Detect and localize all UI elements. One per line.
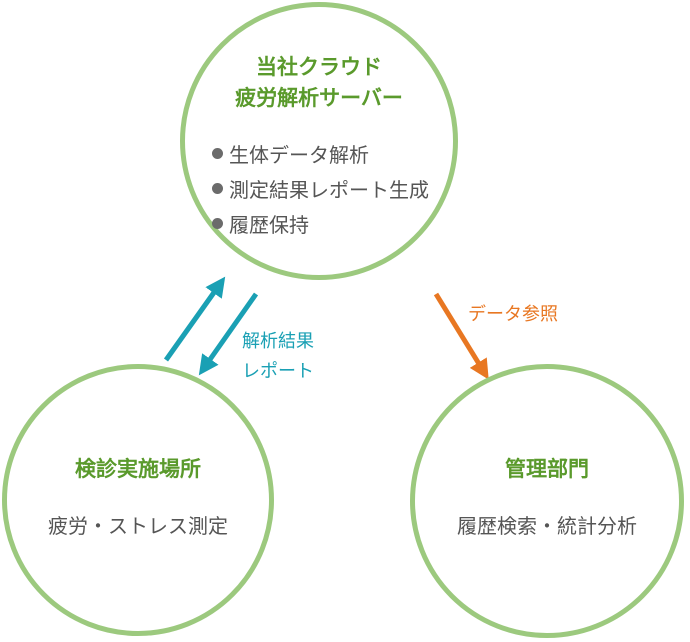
report-arrow	[198, 292, 259, 376]
server-function-list: 生体データ解析 測定結果レポート生成 履歴保持	[212, 138, 429, 243]
bullet-icon	[212, 148, 223, 159]
server-title-line1: 当社クラウド	[256, 55, 382, 79]
server-function-item: 生体データ解析	[212, 138, 429, 173]
data-reference-arrow	[433, 292, 489, 380]
server-title-line2: 疲労解析サーバー	[235, 86, 403, 110]
cloud-server-circle	[180, 2, 458, 280]
report-label-line2: レポート	[242, 361, 314, 382]
exam-site-circle	[2, 364, 274, 636]
bullet-icon	[212, 183, 223, 194]
server-function-item: 履歴保持	[212, 208, 429, 243]
exam-site-subtitle: 疲労・ストレス測定	[48, 514, 228, 538]
admin-title: 管理部門	[505, 457, 589, 481]
bullet-icon	[212, 218, 223, 229]
report-label-line1: 解析結果	[242, 331, 314, 352]
data-reference-label: データ参照	[468, 304, 558, 325]
admin-subtitle: 履歴検索・統計分析	[457, 514, 637, 538]
admin-department-circle	[410, 364, 684, 638]
report-label: 解析結果 レポート	[242, 327, 314, 387]
server-title: 当社クラウド 疲労解析サーバー	[219, 52, 419, 114]
upload-arrow	[163, 276, 226, 362]
server-function-item: 測定結果レポート生成	[212, 173, 429, 208]
exam-site-title: 検診実施場所	[75, 457, 201, 481]
